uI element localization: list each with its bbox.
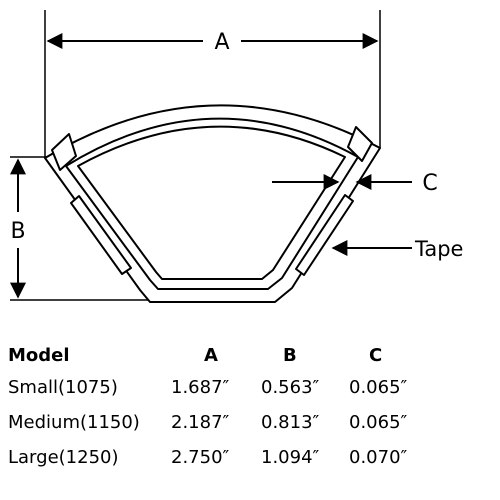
header-a: A xyxy=(204,344,218,366)
table-row: Small(1075) 1.687″ 0.563″ 0.065″ xyxy=(8,370,439,405)
guard-profile-diagram: A B C Tape xyxy=(10,10,463,303)
guard-inner-chamber xyxy=(77,125,346,280)
tape-strip-left xyxy=(70,195,132,275)
dimension-c-label: C xyxy=(422,171,437,196)
header-c: C xyxy=(369,344,383,366)
header-b: B xyxy=(283,344,297,366)
table-row: Medium(1150) 2.187″ 0.813″ 0.065″ xyxy=(8,405,439,440)
cell-a: 2.187″ xyxy=(171,412,230,433)
left-lip-tab xyxy=(51,133,77,171)
cell-b: 1.094″ xyxy=(261,447,320,468)
header-model: Model xyxy=(8,344,70,366)
cell-c: 0.065″ xyxy=(349,377,408,398)
table-row: Large(1250) 2.750″ 1.094″ 0.070″ xyxy=(8,440,439,475)
cell-model: Medium(1150) xyxy=(8,412,140,433)
cell-a: 2.750″ xyxy=(171,447,230,468)
cell-b: 0.813″ xyxy=(261,412,320,433)
cell-c: 0.070″ xyxy=(349,447,408,468)
cell-model: Large(1250) xyxy=(8,447,119,468)
model-dimensions-table: Model A B C Small(1075) 1.687″ 0.563″ 0.… xyxy=(8,340,439,475)
dimension-b-label: B xyxy=(10,219,25,244)
cell-b: 0.563″ xyxy=(261,377,320,398)
table-header-row: Model A B C xyxy=(8,340,439,370)
cell-a: 1.687″ xyxy=(171,377,230,398)
cell-c: 0.065″ xyxy=(349,412,408,433)
tape-label: Tape xyxy=(414,237,463,261)
dimension-a-label: A xyxy=(214,30,229,55)
right-lip-tab xyxy=(347,126,373,162)
cell-model: Small(1075) xyxy=(8,377,118,398)
tape-strip-right xyxy=(295,194,354,276)
